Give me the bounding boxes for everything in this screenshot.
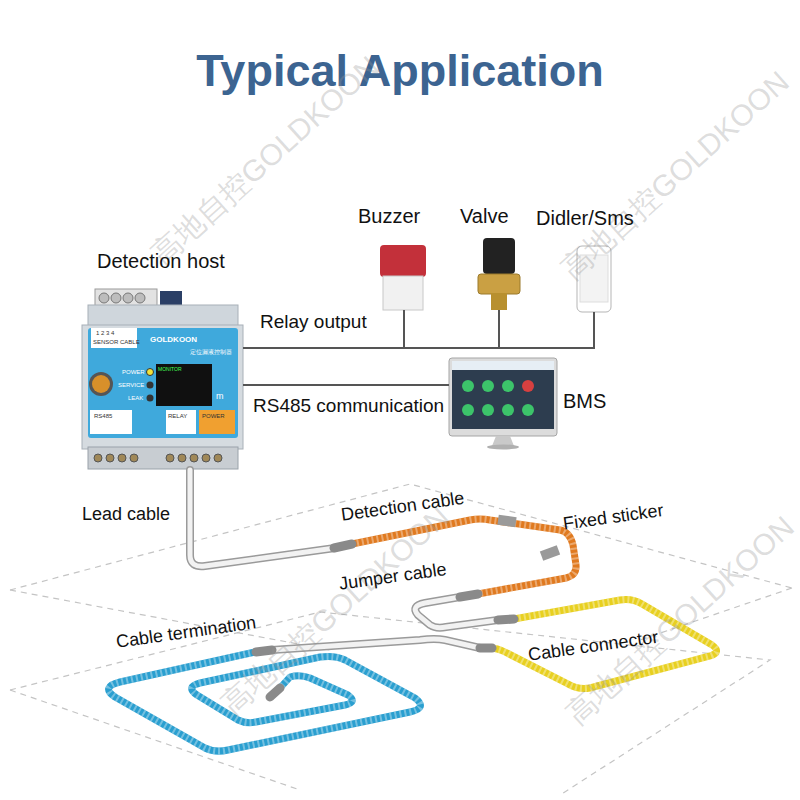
terminal-screw (190, 454, 198, 462)
device-panel (88, 328, 238, 438)
watermark: 高地自控GOLDKOON (560, 510, 800, 731)
terminal-numbers: 1 2 3 4 (96, 330, 114, 337)
port-label: SENSOR CABLE (93, 339, 140, 346)
signal-wire (243, 310, 499, 348)
fixed-sticker (497, 515, 516, 527)
node-label: BMS (563, 390, 606, 412)
part-label: Jumper cable (338, 560, 448, 595)
diagram-title: Typical Application (0, 44, 800, 98)
terminal-screw (94, 454, 102, 462)
buzzer-lens (380, 245, 426, 277)
signal-wire (243, 384, 449, 386)
status-button (482, 404, 494, 416)
port-label: RS485 (94, 413, 112, 420)
terminal-screw (130, 454, 138, 462)
terminal-block (95, 289, 157, 307)
led (147, 369, 154, 376)
cable-connector (334, 544, 352, 548)
lead-cable (190, 470, 335, 566)
knob (92, 375, 110, 393)
terminal-screws (94, 454, 222, 462)
detection-host: Detection host (82, 288, 243, 470)
node-label: Valve (460, 205, 509, 227)
indicator-label: LEAK (128, 395, 143, 402)
edge-label: Relay output (260, 312, 367, 333)
part-label: Lead cable (82, 505, 170, 525)
valve-coil (483, 238, 515, 274)
buzzer-base (383, 276, 423, 310)
terminal-screw (106, 454, 114, 462)
status-button (482, 380, 494, 392)
valve-body (478, 274, 520, 294)
signal-wire (243, 312, 594, 348)
display (156, 364, 212, 406)
status-button (462, 380, 474, 392)
device-top (88, 305, 238, 327)
status-buttons (462, 380, 534, 416)
terminal-screw (166, 454, 174, 462)
led (147, 382, 154, 389)
part-label: Cable termination (115, 613, 257, 652)
bms-monitor: BMS (449, 357, 557, 449)
cable-connector (498, 619, 514, 620)
monitor-base (487, 445, 519, 450)
node-label: Buzzer (358, 205, 420, 227)
device-name: 定位漏液控制器 (190, 349, 232, 356)
monitor-frame (449, 358, 557, 436)
phone: Didler/Sms (576, 245, 612, 312)
panel-tag (166, 410, 196, 434)
terminal-strip (88, 447, 238, 469)
panel-tag (199, 410, 235, 434)
screen-header (452, 361, 554, 370)
indicator-label: SERVICE (118, 382, 144, 389)
status-button (502, 380, 514, 392)
jumper-cable-outline (415, 597, 498, 628)
floor-plane (10, 690, 300, 790)
node-label: Detection host (97, 250, 225, 272)
terminal-screw (202, 454, 210, 462)
terminal-screw (118, 454, 126, 462)
indicator-label: POWER (122, 369, 145, 376)
terminal-screw (178, 454, 186, 462)
terminal-screw (135, 293, 145, 303)
status-button (502, 404, 514, 416)
status-button (462, 404, 474, 416)
display-text: MONITOR (158, 367, 182, 373)
watermark: 高地自控GOLDKOON (555, 65, 795, 286)
port-label: POWER (202, 413, 225, 420)
led (147, 395, 154, 402)
valve: Valve (478, 238, 520, 310)
status-button (522, 404, 534, 416)
knob-ring (89, 372, 113, 396)
cable-connector (480, 644, 492, 653)
cable-connector (460, 594, 478, 597)
terminal-screw (123, 293, 133, 303)
signal-wire (243, 310, 404, 348)
terminal-screw (111, 293, 121, 303)
terminal-screw (99, 293, 109, 303)
part-label: Fixed sticker (562, 501, 665, 535)
device-body (82, 325, 243, 449)
connector-plug (160, 291, 182, 305)
lead-cable-outline (190, 470, 335, 566)
unit-label: m (216, 392, 224, 402)
brand-name: GOLDKOON (150, 336, 197, 345)
port-label: RELAY (168, 413, 187, 420)
valve-port (491, 293, 507, 310)
monitor-screen (452, 361, 554, 429)
status-button (522, 380, 534, 392)
edge-label: RS485 communication (253, 396, 444, 417)
fixed-sticker (540, 545, 560, 561)
node-label: Didler/Sms (536, 207, 634, 229)
terminal-screw (214, 454, 222, 462)
buzzer: Buzzer (378, 242, 430, 310)
panel-tag (90, 410, 132, 434)
jumper-cable (415, 597, 498, 628)
floor-plane (10, 612, 770, 795)
